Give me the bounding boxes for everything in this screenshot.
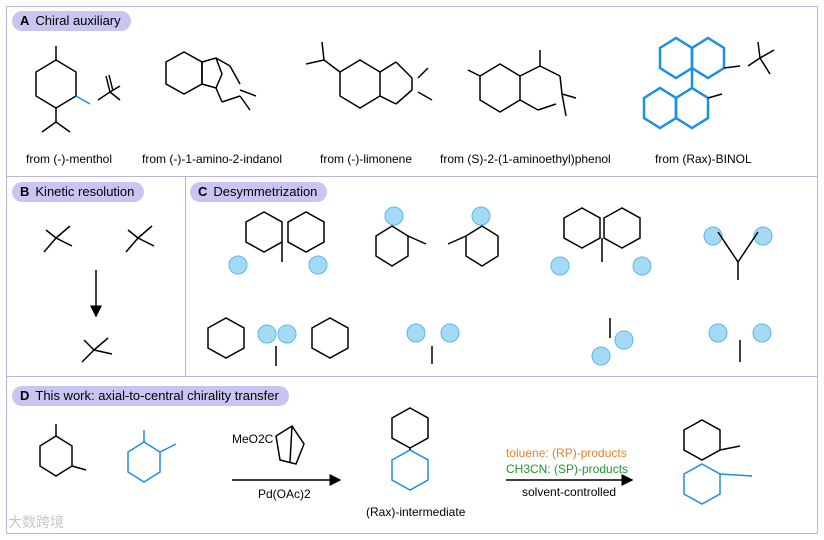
caption-binol: from (Rax)-BINOL: [655, 152, 752, 166]
product-phosphinamide: [683, 419, 753, 505]
condition-toluene: toluene: (RP)-products: [506, 446, 627, 460]
menthol-auxiliary: [35, 46, 121, 133]
phosphonic-diamide-reagent: [127, 430, 177, 483]
caption-aminoindanol: from (-)-1-amino-2-indanol: [142, 152, 283, 166]
kinetic-resolution-scheme: [43, 225, 155, 363]
panel-d: [6, 376, 818, 534]
caption-menthol: from (-)-menthol: [26, 152, 113, 166]
pd-intermediate: [391, 407, 429, 491]
limonene-auxiliary: [305, 41, 433, 109]
reagent-norbornene-ester: MeO2C: [232, 432, 274, 446]
condition-note: solvent-controlled: [522, 485, 617, 499]
binol-auxiliary: [642, 36, 726, 130]
caption-limonene: from (-)-limonene: [320, 152, 413, 166]
condition-mecn: CH3CN: (SP)-products: [506, 462, 629, 476]
desymmetrization-highlights: [228, 206, 773, 366]
caption-aminoethylphenol: from (S)-2-(1-aminoethyl)phenol: [440, 152, 611, 166]
binol-phosphorus: [707, 41, 775, 99]
norbornene-arrow: [232, 424, 342, 486]
starting-aryl-iodide: [39, 424, 87, 477]
aminoindanol-auxiliary: [165, 51, 257, 111]
intermediate-label: (Rax)-intermediate: [366, 505, 466, 519]
aminoethylphenol-auxiliary: [467, 50, 577, 117]
desymmetrization-structures: [207, 207, 759, 366]
reagent-catalyst: Pd(OAc)2: [258, 487, 311, 501]
watermark: 大数跨境: [8, 514, 64, 530]
